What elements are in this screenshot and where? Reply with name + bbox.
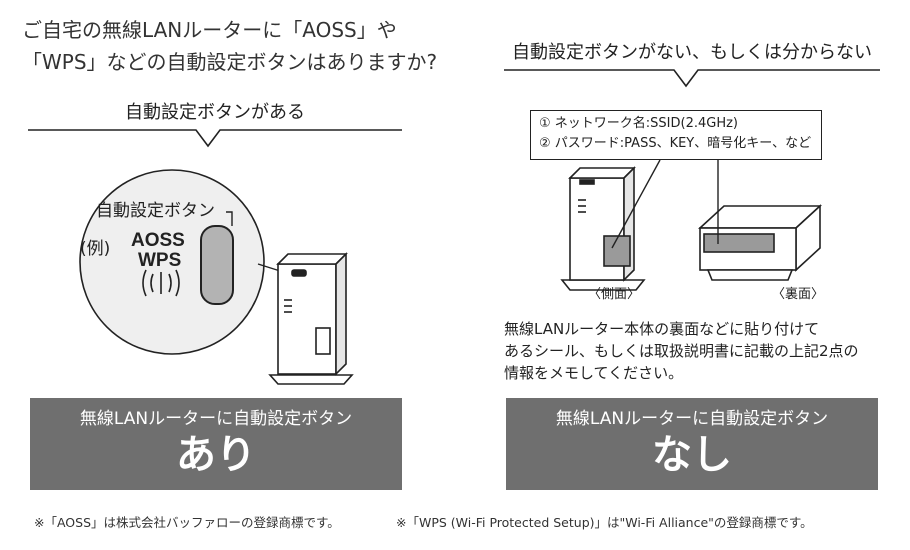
question-line-2: 「WPS」などの自動設定ボタンはありますか? xyxy=(22,50,438,74)
instruction-line-1: 無線LANルーター本体の裏面などに貼り付けて xyxy=(504,320,820,338)
note-aoss-trademark: ※「AOSS」は株式会社バッファローの登録商標です。 xyxy=(34,515,340,530)
info-line-ssid: ① ネットワーク名:SSID(2.4GHz) xyxy=(539,116,739,131)
caption-side: 〈側面〉 xyxy=(588,287,641,302)
button-leader-line xyxy=(226,211,233,226)
left-heading: 自動設定ボタンがある xyxy=(125,102,305,123)
banner-yes-caption: 無線LANルーターに自動設定ボタン xyxy=(79,409,353,429)
info-line-password: ② パスワード:PASS、KEY、暗号化キー、など xyxy=(539,136,812,151)
magnify-circle xyxy=(79,169,265,355)
banner-yes[interactable]: 無線LANルーターに自動設定ボタン あり xyxy=(30,398,402,490)
instruction-line-3: 情報をメモしてください。 xyxy=(504,364,684,382)
question-text: ご自宅の無線LANルーターに「AOSS」や 「WPS」などの自動設定ボタンはあり… xyxy=(22,14,437,78)
banner-yes-answer: あり xyxy=(176,432,256,478)
router-side-icon xyxy=(560,166,646,291)
callout-label: 自動設定ボタン xyxy=(96,201,215,221)
instruction-text: 無線LANルーター本体の裏面などに貼り付けて あるシール、もしくは取扱説明書に記… xyxy=(504,318,859,384)
question-line-1: ご自宅の無線LANルーターに「AOSS」や xyxy=(22,18,397,42)
right-heading: 自動設定ボタンがない、もしくは分からない xyxy=(512,42,872,63)
right-heading-rule xyxy=(504,69,880,88)
note-wps-trademark: ※「WPS (Wi-Fi Protected Setup)」は"Wi-Fi Al… xyxy=(396,515,813,530)
wireless-icon xyxy=(142,269,180,297)
instruction-line-2: あるシール、もしくは取扱説明書に記載の上記2点の xyxy=(504,342,859,360)
banner-no-answer: なし xyxy=(652,432,732,478)
auto-setup-button-shape xyxy=(200,225,234,305)
example-label: (例) xyxy=(80,239,111,259)
router-left-icon xyxy=(268,252,354,385)
banner-no-caption: 無線LANルーターに自動設定ボタン xyxy=(555,409,829,429)
banner-no[interactable]: 無線LANルーターに自動設定ボタン なし xyxy=(506,398,878,490)
info-box: ① ネットワーク名:SSID(2.4GHz) ② パスワード:PASS、KEY、… xyxy=(530,110,822,160)
aoss-word: AOSS xyxy=(131,230,185,251)
side-label-leader xyxy=(611,159,661,249)
left-heading-rule xyxy=(28,129,402,148)
caption-back: 〈裏面〉 xyxy=(772,287,825,302)
wps-word: WPS xyxy=(138,250,182,271)
router-back-icon xyxy=(697,204,823,281)
